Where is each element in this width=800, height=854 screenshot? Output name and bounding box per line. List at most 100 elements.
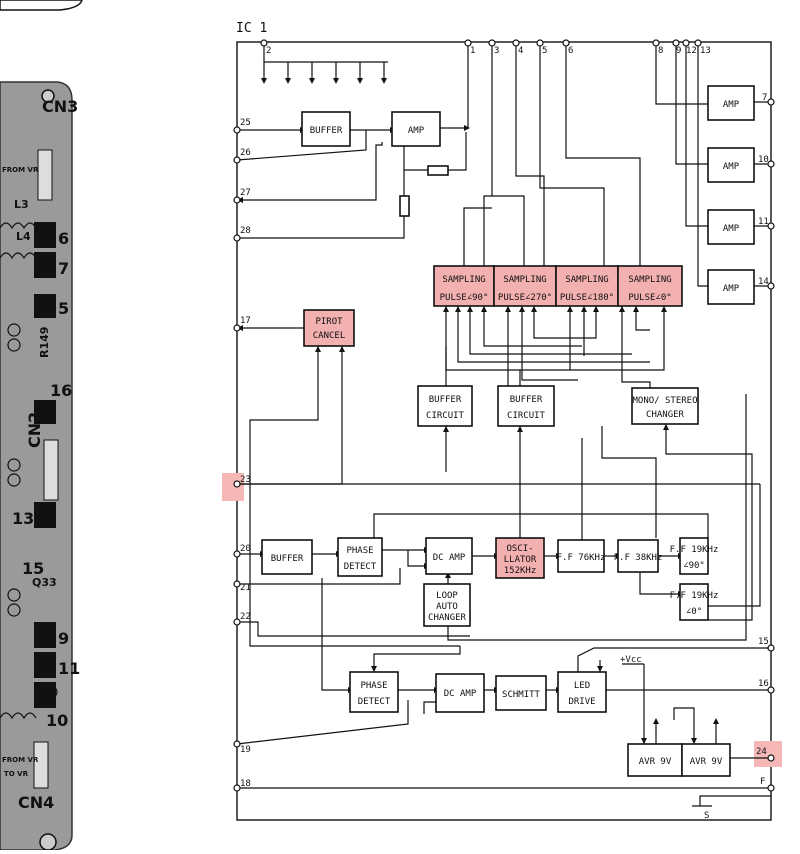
svg-text:CANCEL: CANCEL xyxy=(313,331,346,341)
svg-text:AMP: AMP xyxy=(408,126,425,136)
svg-text:DC AMP: DC AMP xyxy=(433,553,466,563)
block-amp-10: AMP xyxy=(707,147,755,183)
svg-text:6: 6 xyxy=(568,46,573,56)
block-amp-7: AMP xyxy=(707,85,755,121)
resistor xyxy=(427,165,449,176)
pins-top xyxy=(260,39,702,47)
resistor xyxy=(399,195,410,217)
svg-text:BUFFER: BUFFER xyxy=(271,554,304,564)
svg-text:LOOP: LOOP xyxy=(436,591,458,601)
cn2-connector xyxy=(43,439,59,501)
svg-text:AUTO: AUTO xyxy=(436,602,458,612)
svg-text:DETECT: DETECT xyxy=(344,562,377,572)
svg-text:1: 1 xyxy=(470,46,475,56)
svg-text:16: 16 xyxy=(758,679,769,689)
svg-text:CHANGER: CHANGER xyxy=(646,410,685,420)
pcb-label-q33: Q33 xyxy=(32,576,57,589)
block-buffer-top: BUFFER xyxy=(301,111,351,147)
ground-label: S xyxy=(704,811,709,821)
svg-text:22: 22 xyxy=(240,612,251,622)
svg-text:AMP: AMP xyxy=(723,224,740,234)
block-avr-9v-2: AVR 9V xyxy=(681,743,731,777)
block-buffer-circuit-1: BUFFER CIRCUIT xyxy=(417,385,473,427)
pcb-label-6: 6 xyxy=(58,229,69,248)
pcb-pad xyxy=(34,294,56,318)
pcb-label-fromvr-top: FROM VR xyxy=(2,166,39,174)
block-sampling-pulse-270: SAMPLING PULSE∠270° xyxy=(493,265,557,307)
svg-text:PHASE: PHASE xyxy=(346,546,373,556)
pcb-label-cn4: CN4 xyxy=(18,793,54,812)
block-oscillator: OSCI- LLATOR 152KHz xyxy=(495,537,545,579)
block-led-drive: LED DRIVE xyxy=(557,671,607,713)
svg-text:LLATOR: LLATOR xyxy=(504,555,537,565)
pin23-highlight xyxy=(222,473,244,501)
pcb-pad xyxy=(34,682,56,708)
pcb-pad xyxy=(34,252,56,278)
block-amp-14: AMP xyxy=(707,269,755,305)
svg-text:27: 27 xyxy=(240,188,251,198)
svg-text:SAMPLING: SAMPLING xyxy=(565,275,608,285)
vcc-label: +Vcc xyxy=(620,655,642,665)
svg-text:PULSE∠270°: PULSE∠270° xyxy=(498,293,552,303)
svg-text:15: 15 xyxy=(758,637,769,647)
svg-text:10: 10 xyxy=(758,155,769,165)
block-phase-detect-1: PHASE DETECT xyxy=(337,537,383,577)
svg-text:F: F xyxy=(760,777,765,787)
block-phase-detect-2: PHASE DETECT xyxy=(349,671,399,713)
svg-text:F.F 19KHz: F.F 19KHz xyxy=(670,591,719,601)
pcb-label-5: 5 xyxy=(58,299,69,318)
svg-text:CIRCUIT: CIRCUIT xyxy=(507,411,546,421)
pcb-pad xyxy=(34,652,56,678)
pcb-pad xyxy=(34,622,56,648)
pins-right xyxy=(767,98,775,792)
wiring xyxy=(236,44,771,806)
svg-text:4: 4 xyxy=(518,46,523,56)
cn4-connector xyxy=(33,741,49,789)
svg-text:AVR 9V: AVR 9V xyxy=(639,757,672,767)
pcb-panel xyxy=(0,81,73,851)
block-ff-76khz: F.F 76KHz xyxy=(557,539,605,573)
pcb-label-10: 10 xyxy=(46,711,68,730)
svg-text:17: 17 xyxy=(240,316,251,326)
svg-text:LED: LED xyxy=(574,681,590,691)
svg-text:SAMPLING: SAMPLING xyxy=(442,275,485,285)
block-sampling-pulse-90: SAMPLING PULSE∠90° xyxy=(433,265,495,307)
pcb-label-16: 16 xyxy=(50,381,72,400)
svg-text:3: 3 xyxy=(494,46,499,56)
svg-text:SCHMITT: SCHMITT xyxy=(502,690,541,700)
block-mono-stereo-changer: MONO/ STEREO CHANGER xyxy=(631,387,699,425)
svg-text:AVR 9V: AVR 9V xyxy=(690,757,723,767)
block-ff-19khz-0: F.F 19KHz ∠0° xyxy=(670,583,719,621)
svg-text:SAMPLING: SAMPLING xyxy=(503,275,546,285)
pcb-pad xyxy=(34,400,56,424)
svg-text:AMP: AMP xyxy=(723,100,740,110)
block-loop-auto-changer: LOOP AUTO CHANGER xyxy=(423,583,471,627)
svg-text:PULSE∠90°: PULSE∠90° xyxy=(440,293,489,303)
block-ff-38khz: F.F 38KHz xyxy=(614,539,662,573)
svg-text:F.F 19KHz: F.F 19KHz xyxy=(670,545,719,555)
block-avr-9v-1: AVR 9V xyxy=(627,743,683,777)
svg-text:PIROT: PIROT xyxy=(315,317,343,327)
svg-text:DRIVE: DRIVE xyxy=(568,697,595,707)
pcb-label-7: 7 xyxy=(58,259,69,278)
svg-text:PULSE∠180°: PULSE∠180° xyxy=(560,293,614,303)
svg-text:11: 11 xyxy=(758,217,769,227)
block-buffer-mid: BUFFER xyxy=(261,539,313,575)
block-buffer-circuit-2: BUFFER CIRCUIT xyxy=(497,385,555,427)
svg-text:OSCI-: OSCI- xyxy=(506,544,533,554)
svg-text:AMP: AMP xyxy=(723,284,740,294)
pcb-label-l3: L3 xyxy=(14,198,29,211)
pcb-label-13: 13 xyxy=(12,509,34,528)
svg-text:BUFFER: BUFFER xyxy=(510,395,543,405)
svg-text:8: 8 xyxy=(658,46,663,56)
pcb-label-l4: L4 xyxy=(16,230,31,243)
svg-text:14: 14 xyxy=(758,277,769,287)
svg-text:12: 12 xyxy=(686,46,697,56)
svg-text:∠0°: ∠0° xyxy=(686,607,702,617)
svg-text:28: 28 xyxy=(240,226,251,236)
pcb-label-9: 9 xyxy=(58,629,69,648)
pcb-label-cn3: CN3 xyxy=(42,97,78,116)
svg-text:∠90°: ∠90° xyxy=(683,561,705,571)
ic-outline xyxy=(236,41,772,821)
